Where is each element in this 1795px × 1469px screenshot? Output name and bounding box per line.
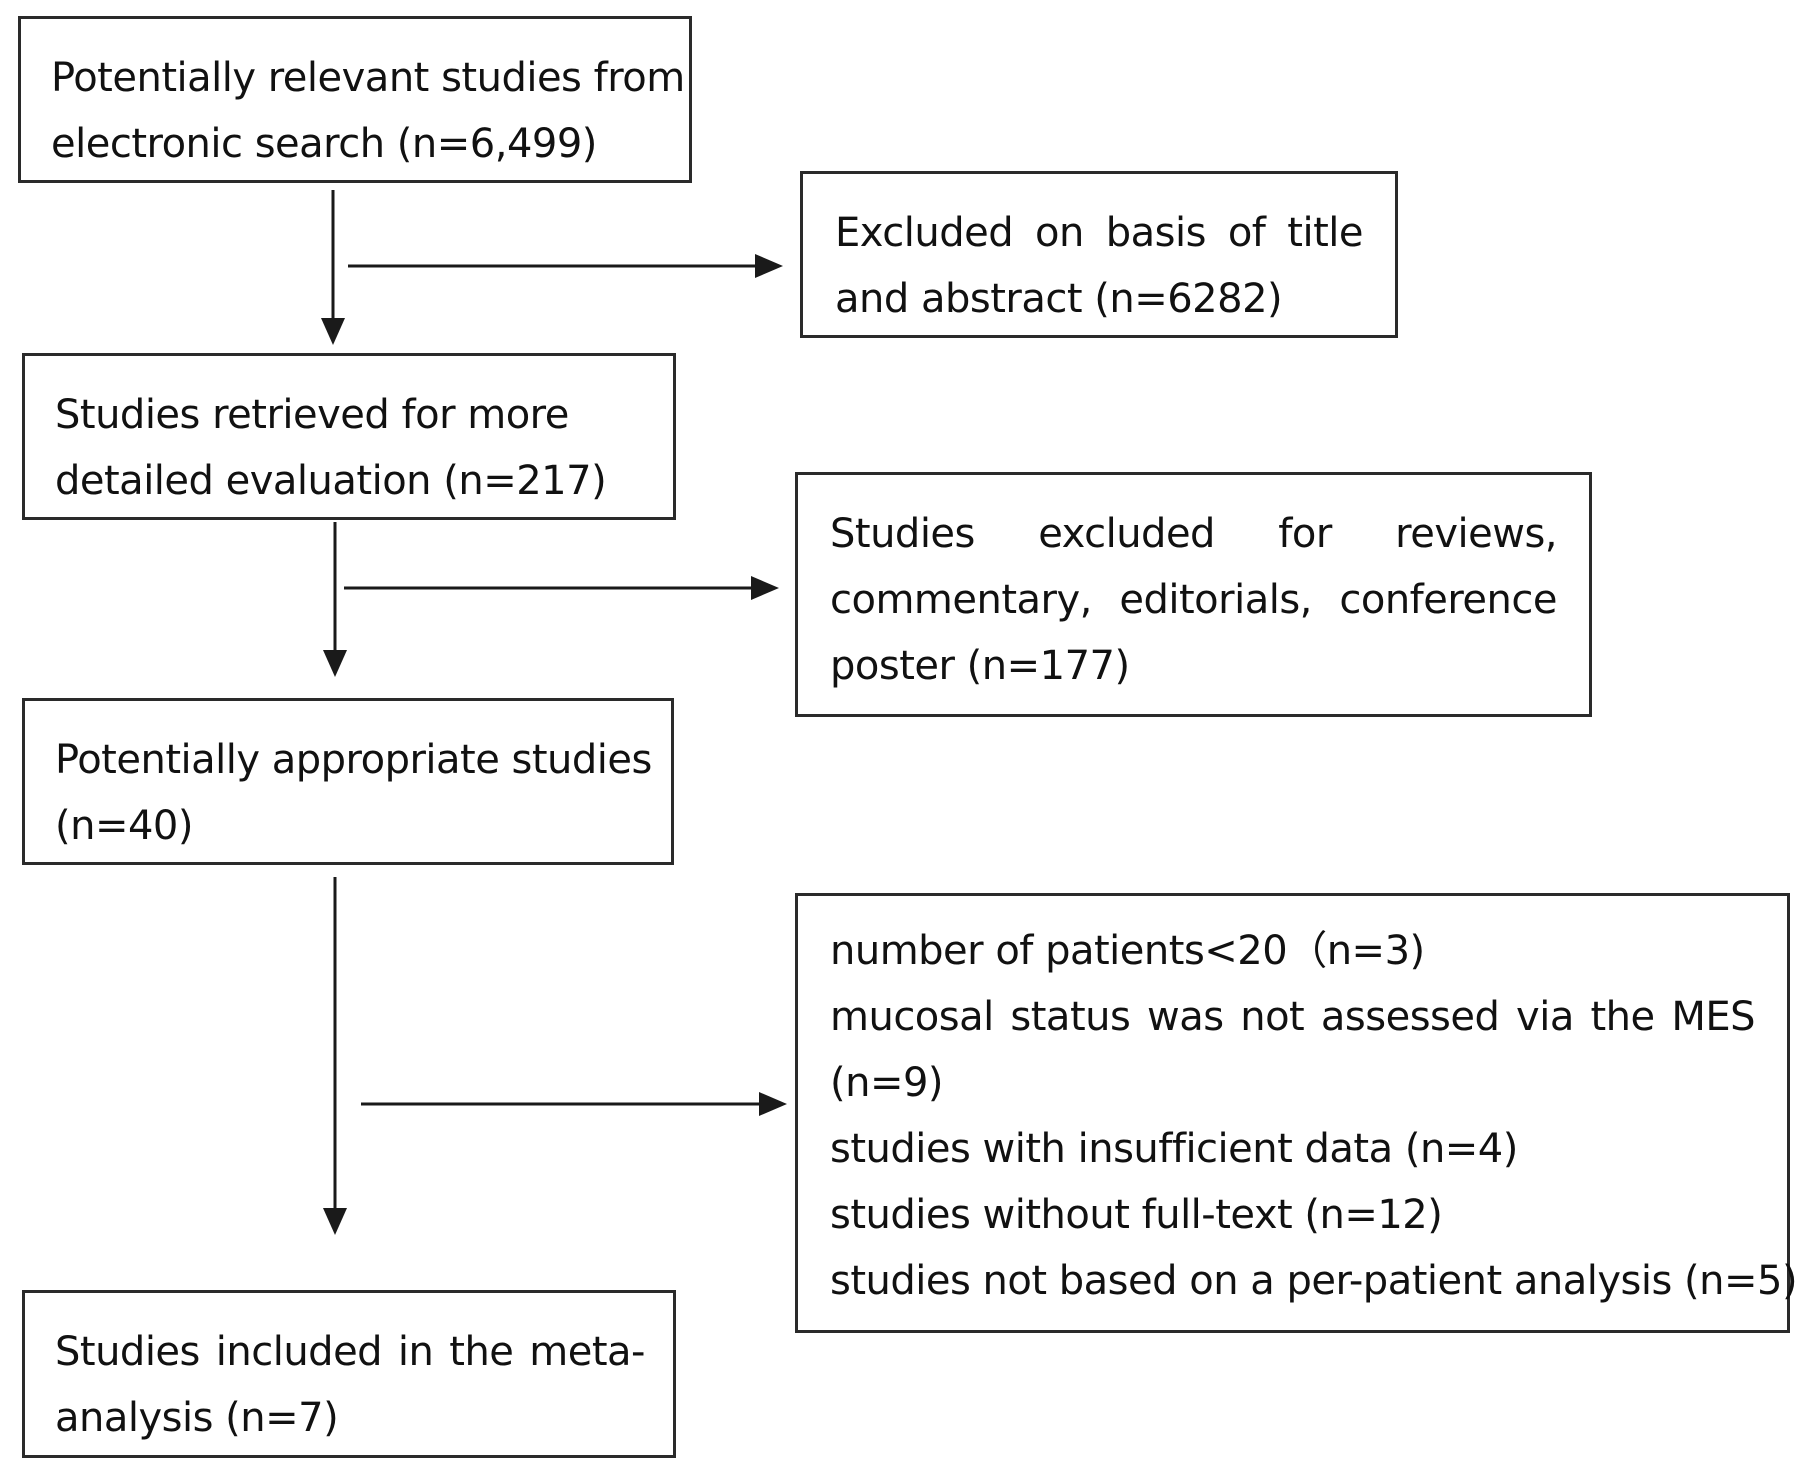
box-text-line: Studies excluded for reviews,: [830, 511, 1558, 557]
box-text-line: poster (n=177): [830, 643, 1130, 689]
box-text-line: (n=40): [55, 803, 193, 849]
exclusion-reason: studies without full-text (n=12): [830, 1192, 1443, 1238]
box-text-line: detailed evaluation (n=217): [55, 458, 607, 504]
box-text-line: Potentially relevant studies from: [51, 55, 685, 101]
arrowhead-down-1: [321, 318, 345, 345]
box-text-line: analysis (n=7): [55, 1395, 339, 1441]
appropriate-studies-box: Potentially appropriate studies (n=40): [22, 698, 674, 865]
box-text-line: Potentially appropriate studies: [55, 737, 652, 783]
box-text-line: Studies retrieved for more: [55, 392, 569, 438]
excluded-final-box: number of patients<20（n=3) mucosal statu…: [795, 893, 1795, 1333]
excluded-reviews-box: Studies excluded for reviews, commentary…: [795, 472, 1592, 717]
box-text-line: commentary, editorials, conference: [830, 577, 1558, 623]
included-studies-box: Studies included in the meta- analysis (…: [22, 1290, 676, 1458]
arrowhead-right-3: [759, 1092, 787, 1116]
arrowhead-right-1: [755, 254, 783, 278]
box-text-line: and abstract (n=6282): [835, 276, 1283, 322]
search-results-box: Potentially relevant studies from electr…: [18, 16, 692, 183]
box-text-line: electronic search (n=6,499): [51, 121, 597, 167]
retrieved-studies-box: Studies retrieved for more detailed eval…: [22, 353, 676, 520]
excluded-title-abstract-box: Excluded on basis of title and abstract …: [800, 171, 1398, 338]
exclusion-reason: (n=9): [830, 1060, 944, 1106]
arrowhead-down-2: [323, 650, 347, 677]
box-text-line: Excluded on basis of title: [835, 210, 1364, 256]
exclusion-reason: mucosal status was not assessed via the …: [830, 994, 1756, 1040]
box-text-line: Studies included in the meta-: [55, 1329, 646, 1375]
exclusion-reason: studies not based on a per-patient analy…: [830, 1258, 1795, 1304]
arrowhead-down-3: [323, 1208, 347, 1235]
exclusion-reason: studies with insufficient data (n=4): [830, 1126, 1518, 1172]
exclusion-reason: number of patients<20（n=3): [830, 928, 1425, 974]
arrowhead-right-2: [751, 576, 779, 600]
